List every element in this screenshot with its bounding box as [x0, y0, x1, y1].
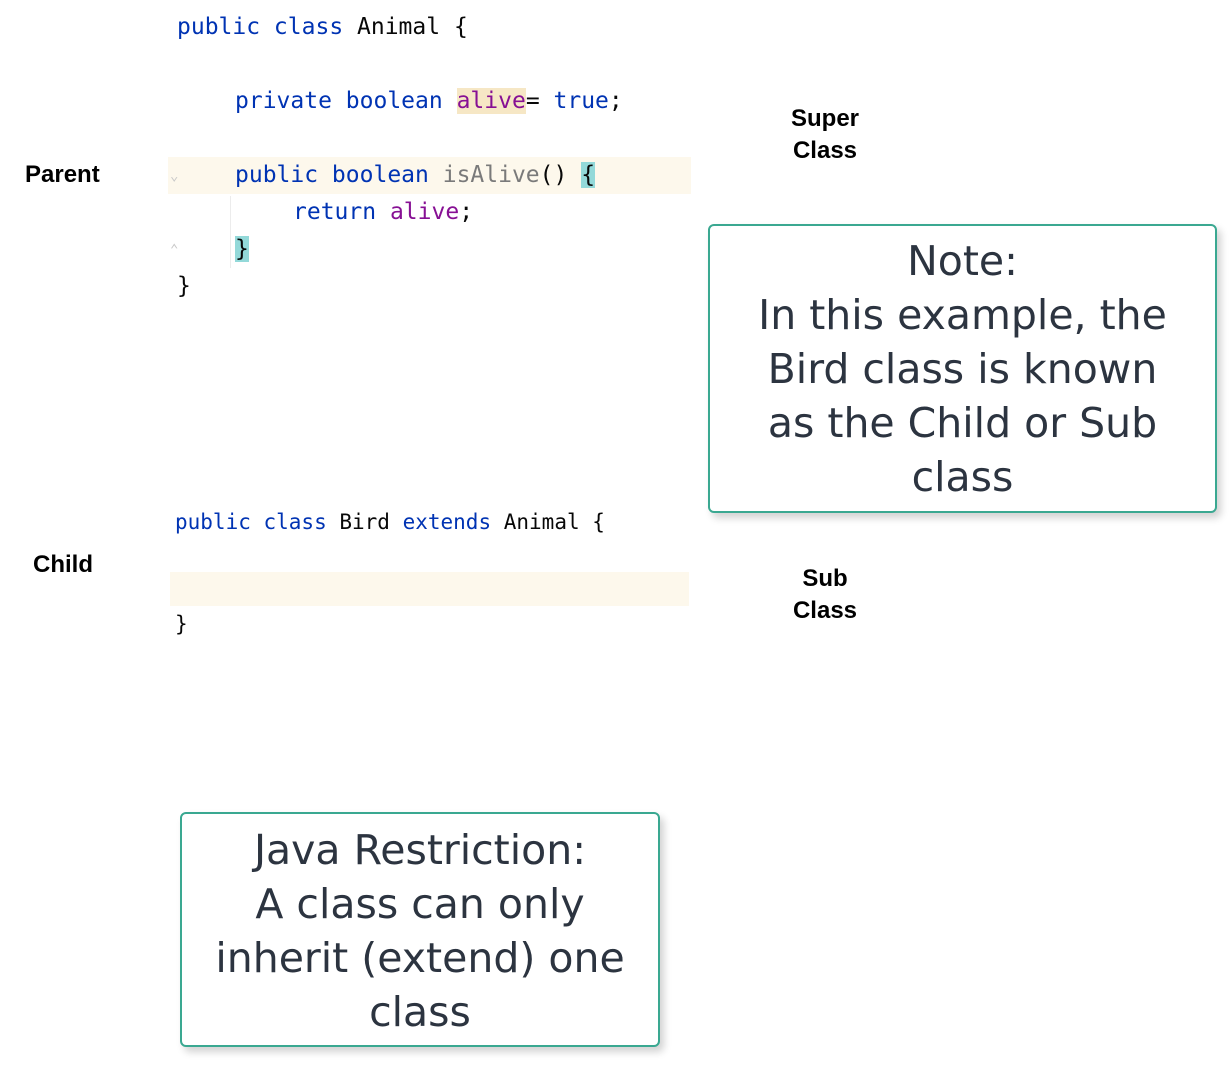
animal-line-5: } — [235, 231, 249, 268]
animal-line-6: } — [177, 268, 191, 305]
field-name: alive — [389, 199, 460, 225]
keyword: return — [293, 199, 390, 225]
extends-keyword: extends — [402, 510, 504, 534]
class-name: Animal — [357, 14, 441, 40]
bird-code-block: public class Bird extends Animal { } — [168, 500, 693, 640]
field-name: alive — [456, 88, 526, 114]
child-label: Child — [33, 551, 93, 578]
parent-class-name: Animal — [503, 510, 580, 534]
method-name: isAlive — [442, 162, 540, 188]
keyword: public class — [175, 510, 340, 534]
semicolon: ; — [459, 199, 474, 225]
caret-line-highlight — [170, 572, 689, 606]
keyword: public boolean — [235, 162, 443, 188]
assign-op: = — [525, 88, 554, 114]
note-restriction-line-2: A class can only — [255, 880, 585, 928]
fold-end-marker-icon: ⌃ — [170, 242, 179, 258]
indent-guide — [230, 196, 231, 268]
animal-line-1: public class Animal { — [177, 9, 468, 46]
open-brace: { — [581, 162, 596, 188]
caret-line-highlight — [168, 157, 691, 194]
close-brace: } — [235, 236, 249, 262]
parens: () — [539, 162, 582, 188]
sub-class-label-line1: Sub — [802, 565, 848, 592]
note-restriction-line-1: Java Restriction: — [253, 826, 587, 874]
semicolon: ; — [608, 88, 623, 114]
close-brace: } — [177, 273, 191, 299]
literal-value: true — [553, 88, 609, 114]
note-child-line-3: Bird class is known — [767, 345, 1158, 393]
animal-line-3: public boolean isAlive() { — [235, 157, 596, 194]
sub-class-label-line2: Class — [792, 597, 858, 624]
bird-line-3: } — [175, 606, 188, 643]
keyword: private boolean — [235, 88, 457, 114]
note-child-box: Note: In this example, the Bird class is… — [708, 224, 1217, 513]
animal-code-block: ⌄ ⌃ public class Animal { private boolea… — [168, 8, 693, 308]
note-child-line-4: as the Child or Sub — [767, 399, 1158, 447]
keyword: public class — [177, 14, 358, 40]
bird-line-1: public class Bird extends Animal { — [175, 504, 605, 541]
open-brace: { — [440, 14, 468, 40]
note-child-line-5: class — [911, 453, 1014, 501]
fold-marker-icon: ⌄ — [170, 168, 179, 184]
super-class-label-line2: Class — [792, 137, 858, 164]
class-name: Bird — [339, 510, 403, 534]
open-brace: { — [579, 510, 605, 534]
note-child-line-1: Note: — [907, 237, 1018, 285]
close-brace: } — [175, 612, 188, 636]
note-restriction-line-3: inherit (extend) one — [215, 934, 625, 982]
animal-line-4: return alive; — [293, 194, 473, 231]
note-restriction-box: Java Restriction: A class can only inher… — [180, 812, 660, 1047]
note-child-line-2: In this example, the — [758, 291, 1167, 339]
parent-label: Parent — [25, 161, 100, 188]
note-restriction-line-4: class — [369, 988, 471, 1036]
sub-class-label: Sub Class — [775, 563, 875, 627]
super-class-label: Super Class — [775, 103, 875, 167]
super-class-label-line1: Super — [790, 105, 859, 132]
animal-line-2: private boolean alive= true; — [235, 83, 623, 120]
